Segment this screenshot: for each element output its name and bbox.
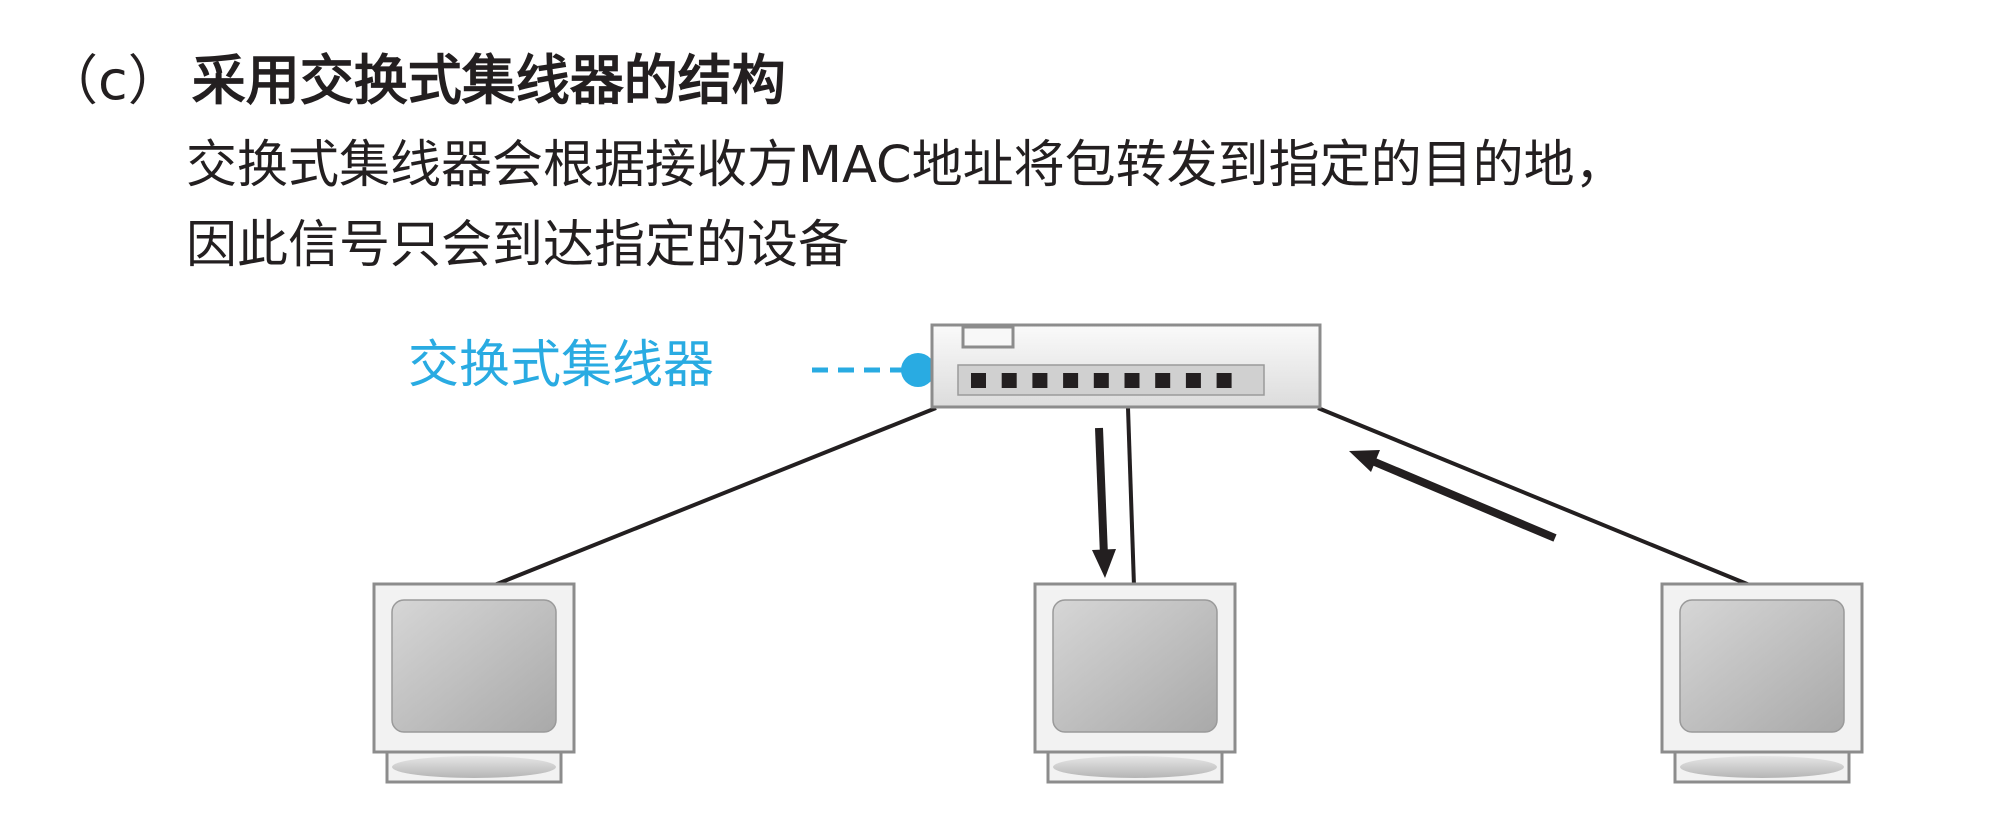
cable-left xyxy=(491,406,937,588)
hub-ports xyxy=(971,373,1232,388)
hub-port xyxy=(1093,373,1109,388)
hub-port xyxy=(1185,373,1201,388)
cable-right xyxy=(1317,406,1753,588)
monitor-screen xyxy=(1679,599,1845,733)
hub-port xyxy=(1124,373,1140,388)
description-line-2: 因此信号只会到达指定的设备 xyxy=(186,216,850,275)
monitor-base xyxy=(1680,756,1844,778)
switching-hub-label: 交换式集线器 xyxy=(408,336,715,395)
figure-heading: （c）采用交换式集线器的结构 xyxy=(44,48,786,114)
figure-title: 采用交换式集线器的结构 xyxy=(191,49,786,112)
description-line-1: 交换式集线器会根据接收方MAC地址将包转发到指定的目的地， xyxy=(186,136,1626,195)
hub-port xyxy=(1063,373,1079,388)
hub-port xyxy=(971,373,986,388)
monitor-screen xyxy=(1052,599,1218,733)
computer-middle xyxy=(1033,582,1237,784)
computer-left xyxy=(372,582,576,784)
monitor-base xyxy=(1053,756,1217,778)
label-leader-dot xyxy=(901,353,935,387)
figure-tag: （c） xyxy=(44,49,182,112)
hub-port xyxy=(1155,373,1171,388)
hub-port xyxy=(1001,373,1017,388)
arrow-from-right-computer xyxy=(1349,450,1557,542)
hub-port xyxy=(1032,373,1048,388)
hub-port xyxy=(1216,373,1232,388)
arrow-to-middle-computer xyxy=(1092,427,1116,578)
switching-hub xyxy=(930,323,1322,409)
cable-middle xyxy=(1126,407,1136,587)
monitor-screen xyxy=(391,599,557,733)
computer-right xyxy=(1660,582,1864,784)
hub-indicator-panel xyxy=(961,325,1015,349)
monitor-base xyxy=(392,756,556,778)
